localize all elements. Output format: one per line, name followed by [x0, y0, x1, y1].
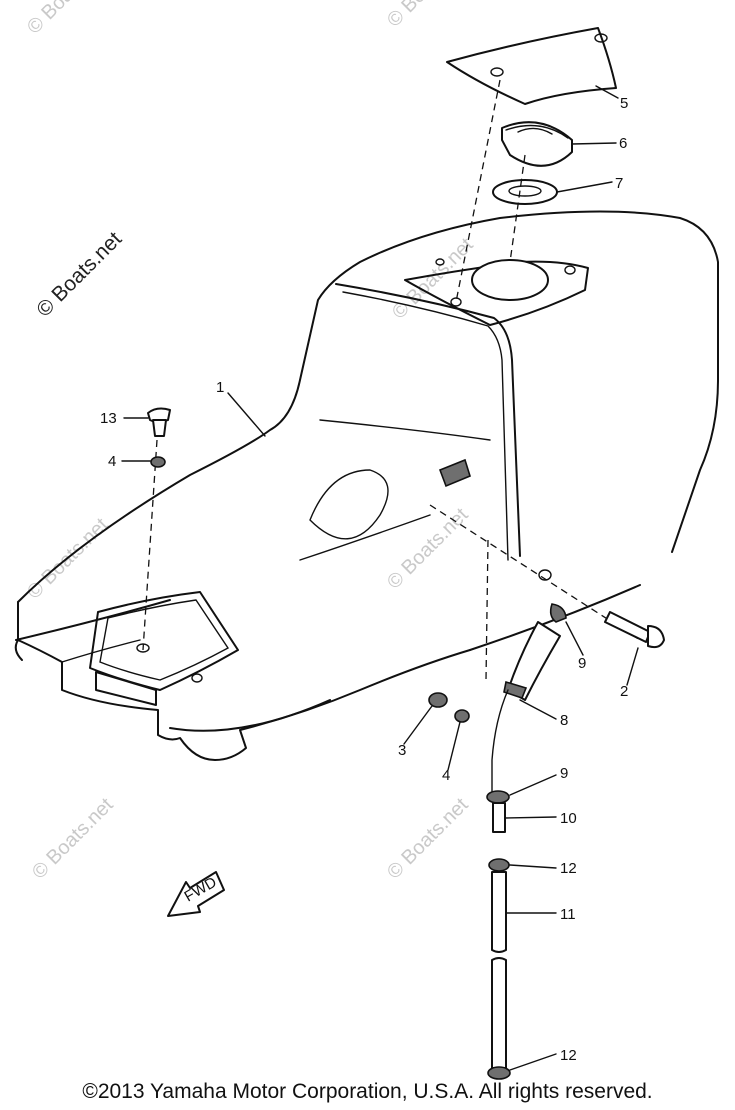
callout-2: 2: [620, 683, 628, 700]
callout-9: 9: [578, 655, 586, 672]
fuel-cap: [501, 121, 573, 167]
callout-9: 9: [560, 765, 568, 782]
callout-4: 4: [442, 767, 450, 784]
callout-3: 3: [398, 742, 406, 759]
cover-plate: [446, 27, 617, 105]
seat-body: [14, 210, 719, 761]
callout-6: 6: [619, 135, 627, 152]
watermark-faded: © Boats.net: [28, 794, 118, 884]
nut-3: [428, 692, 470, 723]
callout-numbers: 1 2 3 4 4 5 6 7 8 9 9 10 11 12 12 13: [100, 95, 628, 1064]
watermark-faded: © Boats.net: [23, 0, 113, 39]
forward-arrow: FWD: [167, 871, 225, 917]
callout-8: 8: [560, 712, 568, 729]
watermark-faded: © Boats.net: [383, 794, 473, 884]
callout-5: 5: [620, 95, 628, 112]
callout-12: 12: [560, 1047, 577, 1064]
callout-11: 11: [560, 906, 576, 923]
watermark-faded: © Boats.net: [383, 0, 473, 32]
fuel-line-11: [486, 790, 511, 1080]
watermark-faded: © Boats.net: [383, 504, 473, 594]
hose-8: [491, 603, 567, 801]
bolt-13: [147, 407, 171, 468]
copyright-notice: ©2013 Yamaha Motor Corporation, U.S.A. A…: [82, 1080, 653, 1103]
callout-7: 7: [615, 175, 623, 192]
callout-4: 4: [108, 453, 116, 470]
callout-1: 1: [216, 379, 224, 396]
callout-12: 12: [560, 860, 577, 877]
guide-lines: [142, 79, 641, 681]
callout-13: 13: [100, 410, 117, 427]
gasket: [492, 179, 558, 205]
leader-lines: [121, 85, 639, 1071]
watermark-main: © Boats.net: [32, 227, 126, 321]
callout-10: 10: [560, 810, 577, 827]
bolt-2: [604, 611, 665, 649]
